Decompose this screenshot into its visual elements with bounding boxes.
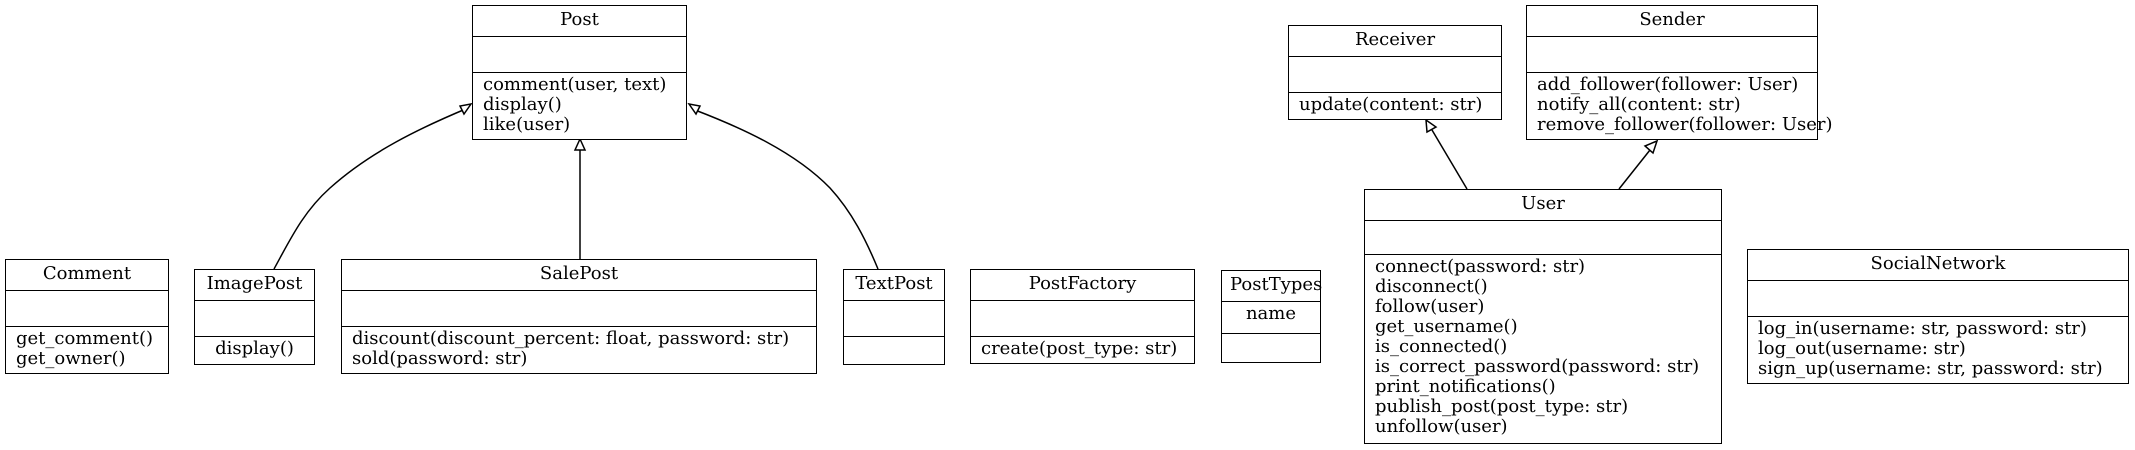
method: display() <box>483 94 562 115</box>
class-comment: Comment get_comment() get_owner() <box>5 259 169 374</box>
methods-compartment <box>1222 333 1320 362</box>
class-sender: Sender add_follower(follower: User) noti… <box>1526 5 1833 140</box>
method: log_in(username: str, password: str) <box>1758 318 2087 339</box>
edge-user-receiver-arrowhead <box>1425 118 1438 134</box>
methods-compartment: connect(password: str) disconnect() foll… <box>1365 254 1721 443</box>
method: sign_up(username: str, password: str) <box>1758 358 2103 379</box>
method: sold(password: str) <box>352 348 528 369</box>
class-receiver: Receiver update(content: str) <box>1288 25 1502 120</box>
attributes-compartment <box>1365 220 1721 254</box>
class-user: User connect(password: str) disconnect()… <box>1364 189 1722 444</box>
class-name: User <box>1521 193 1565 214</box>
method: create(post_type: str) <box>981 338 1178 359</box>
method: like(user) <box>483 114 571 135</box>
class-postfactory: PostFactory create(post_type: str) <box>970 269 1195 364</box>
method: is_connected() <box>1375 336 1508 357</box>
edge-user-sender <box>1618 149 1651 190</box>
method: display() <box>215 338 294 359</box>
edge-imagepost-post-arrowhead <box>458 102 473 116</box>
attribute: name <box>1245 303 1297 324</box>
method: get_owner() <box>16 348 126 369</box>
class-name: Comment <box>42 263 132 284</box>
method: notify_all(content: str) <box>1537 94 1741 115</box>
method: unfollow(user) <box>1375 416 1508 437</box>
method: get_comment() <box>16 328 153 349</box>
class-name: SalePost <box>539 263 619 284</box>
attributes-compartment <box>844 300 944 336</box>
method: log_out(username: str) <box>1758 338 1966 359</box>
attributes-compartment <box>1289 56 1501 92</box>
class-posttypes: PostTypes name <box>1221 270 1323 363</box>
methods-compartment: log_in(username: str, password: str) log… <box>1748 316 2128 383</box>
methods-compartment: discount(discount_percent: float, passwo… <box>342 326 816 373</box>
attributes-compartment <box>195 300 314 336</box>
attributes-compartment <box>1527 36 1817 72</box>
class-name: PostTypes <box>1230 274 1323 295</box>
class-name: Post <box>560 9 599 30</box>
class-salepost: SalePost discount(discount_percent: floa… <box>341 259 817 374</box>
method: connect(password: str) <box>1375 256 1586 277</box>
attributes-compartment: name <box>1222 301 1320 333</box>
method: disconnect() <box>1375 276 1488 297</box>
method: remove_follower(follower: User) <box>1537 114 1833 135</box>
method: print_notifications() <box>1375 376 1556 397</box>
method: comment(user, text) <box>483 74 667 95</box>
edge-imagepost-post <box>273 107 469 270</box>
method: discount(discount_percent: float, passwo… <box>352 328 790 349</box>
methods-compartment: create(post_type: str) <box>971 336 1194 363</box>
attributes-compartment <box>342 290 816 326</box>
method: publish_post(post_type: str) <box>1375 396 1629 417</box>
class-name: TextPost <box>855 273 933 294</box>
edge-user-sender-arrowhead <box>1643 139 1659 155</box>
attributes-compartment <box>1748 280 2128 316</box>
methods-compartment: update(content: str) <box>1289 92 1501 119</box>
edge-textpost-post <box>694 109 879 270</box>
method: get_username() <box>1375 316 1518 337</box>
class-textpost: TextPost <box>843 269 945 365</box>
attributes-compartment <box>971 300 1194 336</box>
methods-compartment: add_follower(follower: User) notify_all(… <box>1527 72 1833 139</box>
method: is_correct_password(password: str) <box>1375 356 1700 377</box>
class-name: PostFactory <box>1028 273 1137 294</box>
class-socialnetwork: SocialNetwork log_in(username: str, pass… <box>1747 249 2129 384</box>
methods-compartment: comment(user, text) display() like(user) <box>473 72 686 139</box>
method: add_follower(follower: User) <box>1537 74 1799 95</box>
class-post: Post comment(user, text) display() like(… <box>472 5 687 140</box>
method: follow(user) <box>1375 296 1485 317</box>
method: update(content: str) <box>1299 94 1483 115</box>
class-name: ImagePost <box>206 273 303 294</box>
edge-textpost-post-arrowhead <box>687 102 702 116</box>
edge-user-receiver <box>1431 129 1468 190</box>
attributes-compartment <box>473 36 686 72</box>
class-name: Receiver <box>1354 29 1436 50</box>
methods-compartment <box>844 336 944 364</box>
methods-compartment: display() <box>195 336 314 364</box>
edge-salepost-post-arrowhead <box>573 137 587 151</box>
attributes-compartment <box>6 290 168 326</box>
class-name: Sender <box>1639 9 1705 30</box>
class-imagepost: ImagePost display() <box>194 269 315 365</box>
methods-compartment: get_comment() get_owner() <box>6 326 168 373</box>
class-name: SocialNetwork <box>1870 253 2006 274</box>
